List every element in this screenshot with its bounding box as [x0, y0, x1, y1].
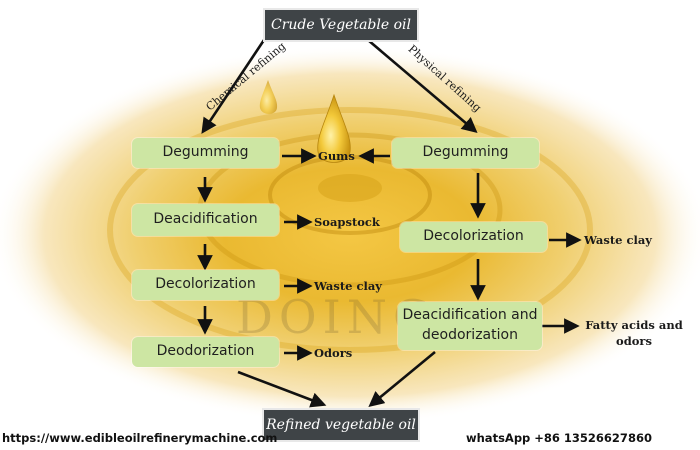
step-physical-degumming: Degumming — [392, 138, 539, 168]
title-crude-oil: Crude Vegetable oil — [263, 8, 419, 42]
step-physical-decolorization: Decolorization — [400, 222, 547, 252]
title-refined-oil: Refined vegetable oil — [262, 408, 420, 442]
flow-arrows — [197, 39, 582, 408]
output-soapstock: Soapstock — [314, 215, 380, 229]
step-chemical-degumming: Degumming — [132, 138, 279, 168]
step-chemical-decolorization: Decolorization — [132, 270, 279, 300]
output-fatty-acids-odors: Fatty acids and odors — [585, 318, 683, 348]
output-odors: Odors — [314, 346, 353, 360]
footer-whatsapp: whatsApp +86 13526627860 — [466, 431, 652, 445]
output-waste-clay-physical: Waste clay — [584, 233, 652, 247]
step-physical-deacidification-deodorization: Deacidification and deodorization — [398, 302, 542, 350]
output-gums: Gums — [318, 149, 355, 163]
oil-drop-small — [259, 80, 278, 114]
step-chemical-deacidification: Deacidification — [132, 204, 279, 236]
step-chemical-deodorization: Deodorization — [132, 337, 279, 367]
footer-website: https://www.edibleoilrefinerymachine.com — [2, 431, 278, 445]
oil-drop — [317, 93, 351, 163]
output-waste-clay-chemical: Waste clay — [314, 279, 382, 293]
